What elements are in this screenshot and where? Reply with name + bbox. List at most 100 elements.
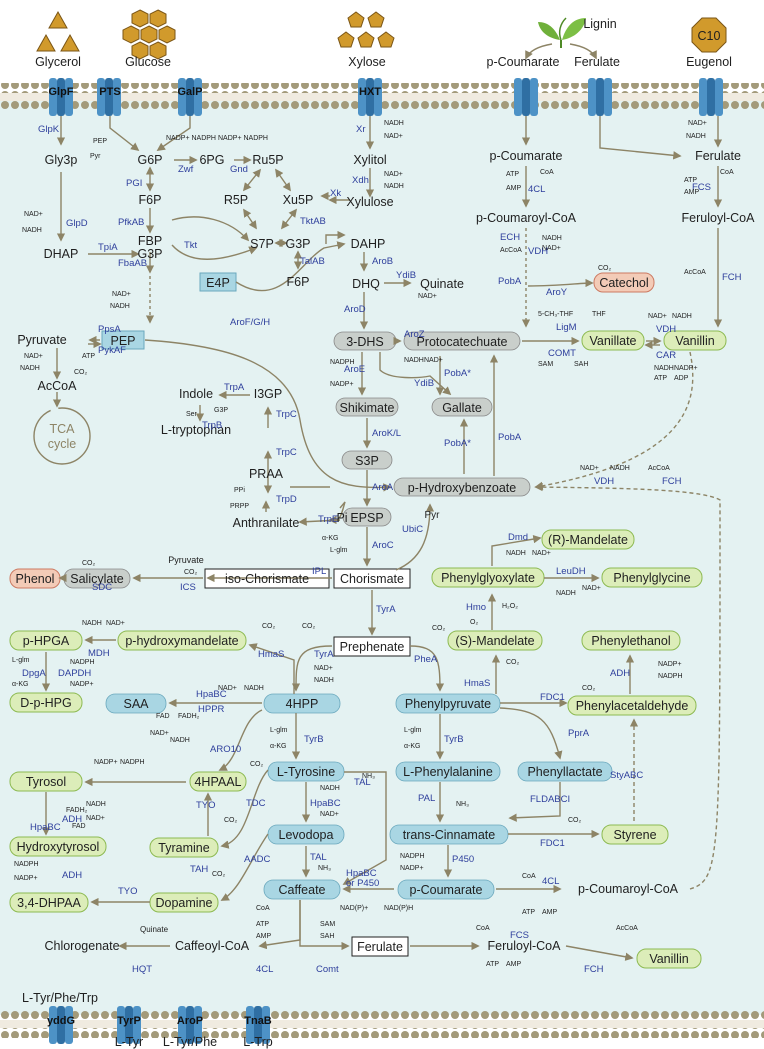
- svg-text:TCA: TCA: [50, 422, 76, 436]
- gallate: Gallate: [442, 401, 482, 415]
- enzyme-comt-1: COMT: [548, 348, 576, 359]
- enzyme-fch-1: FCH: [722, 272, 742, 283]
- svg-text:FAD: FAD: [72, 823, 86, 830]
- g3p-right: G3P: [285, 237, 310, 251]
- pts-label: PTS: [99, 86, 120, 98]
- arop-substrate-label: L-Tyr/Phe: [163, 1035, 217, 1049]
- enzyme-4cl-3: 4CL: [256, 964, 273, 975]
- enzyme-tktab: TktAB: [300, 216, 326, 227]
- tnab-substrate-label: L-Trp: [243, 1035, 272, 1049]
- enzyme-tyrb-2: TyrB: [444, 734, 464, 745]
- enzyme-fldabci: FLDABCI: [530, 794, 570, 805]
- enzyme-ppsa: PpsA: [98, 324, 121, 335]
- praa: PRAA: [249, 467, 284, 481]
- feruloyl-coa-low: Feruloyl-CoA: [488, 939, 562, 953]
- svg-text:PPi: PPi: [234, 487, 245, 494]
- quinate-low-label: Quinate: [140, 925, 169, 934]
- svg-text:NAD(P)H: NAD(P)H: [384, 905, 413, 912]
- svg-text:NAD+: NAD+: [532, 550, 551, 557]
- svg-text:CoA: CoA: [476, 925, 490, 932]
- svg-text:α-KG: α-KG: [270, 743, 287, 750]
- tyrp-label: TyrP: [117, 1015, 141, 1027]
- l-tryptophan: L-tryptophan: [161, 423, 231, 437]
- enzyme-hqt: HQT: [132, 964, 152, 975]
- svg-text:G3P: G3P: [214, 407, 228, 414]
- l-tyrosine: L-Tyrosine: [277, 765, 335, 779]
- lignin-plant-icon: [538, 17, 586, 48]
- enzyme-pykaf: PykAF: [98, 345, 126, 356]
- hxt-label: HXT: [359, 86, 381, 98]
- svg-text:NAD+: NAD+: [150, 730, 169, 737]
- svg-text:H₂O₂: H₂O₂: [502, 603, 518, 610]
- svg-text:NAD+: NAD+: [384, 171, 403, 178]
- enzyme-ydib-1: YdiB: [396, 270, 416, 281]
- transporter-tyrp: TyrP: [117, 1006, 141, 1044]
- enzyme-aroa: AroA: [372, 482, 394, 493]
- ru5p: Ru5P: [252, 153, 283, 167]
- phenylethanol: Phenylethanol: [591, 634, 670, 648]
- enzyme-leudh: LeuDH: [556, 566, 586, 577]
- shikimate: Shikimate: [340, 401, 395, 415]
- p-coumaroyl-coa-low: p-Coumaroyl-CoA: [578, 882, 679, 896]
- enzyme-vdh-2: VDH: [656, 324, 676, 335]
- pyruvate-small: Pyruvate: [168, 555, 204, 565]
- phenylacetaldehyde: Phenylacetaldehyde: [576, 699, 689, 713]
- svg-text:AcCoA: AcCoA: [684, 269, 706, 276]
- svg-text:FAD: FAD: [156, 713, 170, 720]
- phenylglycine: Phenylglycine: [613, 571, 690, 585]
- lignin-to-pcoumarate-arrow: [525, 43, 553, 60]
- svg-text:NADPH: NADPH: [330, 359, 355, 366]
- svg-text:SAH: SAH: [320, 933, 334, 940]
- s3p: S3P: [355, 454, 379, 468]
- enzyme-vdh-1: VDH: [528, 246, 548, 257]
- metabolite-labels: Gly3p DHAP G3P Pyruvate AcCoA G6P 6PG Ru…: [16, 149, 756, 966]
- svg-text:O₂: O₂: [470, 619, 478, 626]
- svg-text:NADH: NADH: [22, 227, 42, 234]
- svg-text:NADH: NADH: [542, 235, 562, 242]
- svg-text:CO₂: CO₂: [598, 265, 612, 272]
- svg-text:NH₃: NH₃: [362, 773, 375, 780]
- enzyme-fcs-1: FCS: [692, 182, 711, 193]
- e4p: E4P: [206, 276, 230, 290]
- tyrosol: Tyrosol: [26, 775, 66, 789]
- cofactor-labels: PEP Pyr NADP+ NADPH NADP+ NADPH NAD+ NAD…: [12, 120, 734, 968]
- phenylpyruvate: Phenylpyruvate: [405, 697, 491, 711]
- enzyme-dpga: DpgA: [22, 668, 46, 679]
- r-mandelate: (R)-Mandelate: [548, 533, 628, 547]
- svg-text:NADPH: NADPH: [400, 853, 425, 860]
- epsp: EPSP: [350, 511, 383, 525]
- glpf-label: GlpF: [48, 86, 73, 98]
- svg-text:Ser: Ser: [186, 411, 198, 418]
- enzyme-hpabc-2-vis: HpaBC: [30, 822, 61, 833]
- 4hpaal: 4HPAAL: [194, 775, 241, 789]
- styrene: Styrene: [613, 828, 656, 842]
- svg-text:PEP: PEP: [93, 138, 107, 145]
- svg-text:CO₂: CO₂: [302, 623, 316, 630]
- svg-text:NAD+: NAD+: [24, 211, 43, 218]
- caffeate: Caffeate: [278, 883, 325, 897]
- transporter-eugenol: [699, 78, 723, 116]
- svg-text:NADH: NADH: [672, 313, 692, 320]
- svg-text:CO₂: CO₂: [224, 817, 238, 824]
- p-hydroxybenzoate: p-Hydroxybenzoate: [408, 481, 516, 495]
- svg-text:NAD(P)+: NAD(P)+: [340, 905, 368, 912]
- dopamine: Dopamine: [156, 896, 213, 910]
- chorismate: Chorismate: [340, 572, 404, 586]
- cell-cytoplasm: [0, 95, 764, 1015]
- p-coumarate-low: p-Coumarate: [410, 883, 483, 897]
- svg-text:ATP: ATP: [522, 909, 535, 916]
- galp-label: GalP: [177, 86, 202, 98]
- svg-text:NADP+: NADP+: [658, 661, 682, 668]
- svg-text:CoA: CoA: [720, 169, 734, 176]
- svg-text:5-CH₃-THF: 5-CH₃-THF: [538, 311, 573, 318]
- enzyme-adh-1: ADH: [610, 668, 630, 679]
- f6p-right: F6P: [287, 275, 310, 289]
- chlorogenate: Chlorogenate: [44, 939, 119, 953]
- svg-text:SAM: SAM: [320, 921, 335, 928]
- ferulate-low: Ferulate: [357, 940, 403, 954]
- glycerol-label: Glycerol: [35, 55, 81, 69]
- svg-text:AcCoA: AcCoA: [616, 925, 638, 932]
- svg-text:NADH: NADH: [384, 183, 404, 190]
- svg-text:NADH: NADH: [556, 590, 576, 597]
